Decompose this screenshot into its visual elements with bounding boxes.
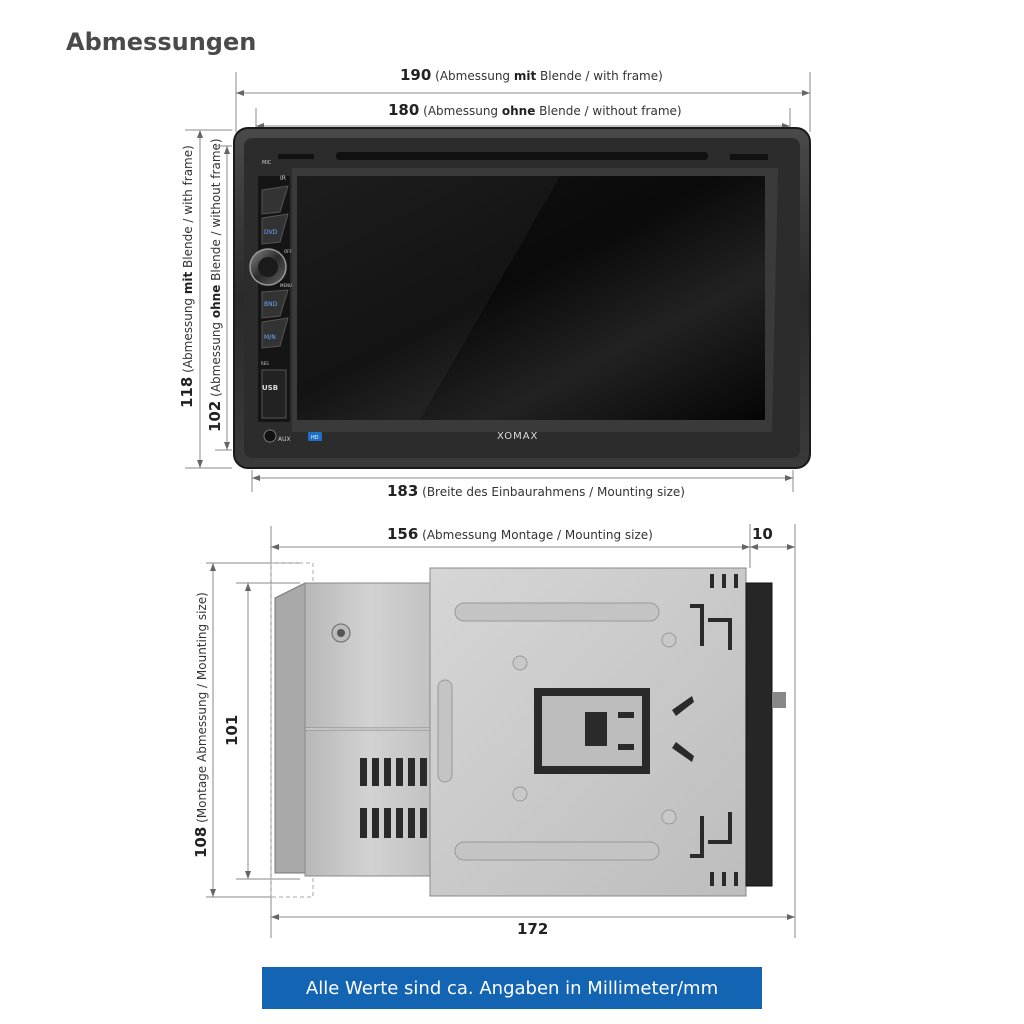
dim-180-desc-bold: ohne [501, 104, 536, 118]
hd-badge: HD [311, 435, 319, 441]
card-slot [278, 154, 314, 159]
usb-port-cover[interactable] [261, 369, 287, 419]
screen-reflection [297, 176, 560, 420]
dvd-button[interactable] [261, 213, 289, 245]
brand-logo-text: XOMAX [497, 431, 538, 442]
bnd-label: BND [264, 301, 278, 308]
dim-190-value: 190 [400, 66, 432, 84]
dim-183-value: 183 [387, 482, 419, 500]
dim-101-label: 101 [223, 715, 241, 746]
chassis-bottom-panel [304, 729, 434, 877]
chassis-screw-center [337, 629, 345, 637]
res-label: RES [261, 361, 269, 366]
cage-holes [512, 632, 677, 825]
dim-180-value: 180 [388, 101, 420, 119]
dim-101-value: 101 [223, 714, 241, 746]
screen-display [297, 176, 765, 420]
chassis-rear-edge [274, 582, 306, 874]
dim-190-desc-bold: mit [513, 69, 537, 83]
volume-knob-center [258, 257, 278, 277]
mn-button[interactable] [261, 317, 289, 349]
dim-180-desc-post: Blende / without frame) [535, 104, 682, 118]
dim-10-label: 10 [752, 525, 773, 543]
front-arrowheads [197, 90, 810, 481]
radio-side-view [274, 567, 786, 897]
knob-side [772, 692, 786, 708]
radio-front-view: MIC IR DVD OFF MENU BND M/N RES USB AUX … [233, 127, 811, 469]
bnd-button[interactable] [261, 289, 289, 319]
eject-button[interactable] [261, 185, 289, 215]
ir-window [730, 154, 768, 160]
knob-label-bottom: MENU [280, 283, 292, 288]
dim-190-desc-pre: (Abmessung [435, 69, 514, 83]
side-dimension-lines [206, 524, 796, 938]
dim-183-desc: (Breite des Einbaurahmens / Mounting siz… [422, 485, 685, 499]
ventilation-slots [360, 758, 427, 838]
dim-190-desc-post: Blende / with frame) [536, 69, 663, 83]
dim-156-value: 156 [387, 525, 419, 543]
mn-label: M/N [264, 334, 276, 341]
mounting-outline [270, 562, 314, 898]
footer-note: Alle Werte sind ca. Angaben in Millimete… [262, 967, 762, 1009]
dim-156-desc: (Abmessung Montage / Mounting size) [422, 528, 653, 542]
dim-172-value: 172 [517, 920, 549, 938]
side-arrowheads [210, 544, 795, 920]
dim-156-label: 156 (Abmessung Montage / Mounting size) [387, 525, 653, 543]
knob-label-top: OFF [284, 249, 292, 254]
chassis-top-panel [304, 582, 434, 729]
dim-108-desc: (Montage Abmessung / Mounting size) [195, 592, 209, 823]
cage-slot-left [437, 679, 453, 783]
dim-190-label: 190 (Abmessung mit Blende / with frame) [400, 66, 663, 84]
dim-108-value: 108 [192, 826, 210, 858]
dim-180-desc-pre: (Abmessung [423, 104, 502, 118]
cage-slot-bottom [454, 841, 660, 861]
dim-183-label: 183 (Breite des Einbaurahmens / Mounting… [387, 482, 685, 500]
hd-badge-bg [308, 432, 322, 441]
ir-label: IR [280, 175, 286, 182]
dvd-label: DVD [264, 229, 278, 236]
cage-clip [585, 712, 607, 746]
aux-label: AUX [278, 436, 291, 443]
dim-10-value: 10 [752, 525, 773, 543]
disc-slot [336, 152, 708, 160]
dim-172-label: 172 [517, 920, 548, 938]
mic-label: MIC [262, 160, 272, 166]
usb-label: USB [262, 384, 278, 392]
aux-jack[interactable] [263, 429, 277, 443]
front-dimension-lines [185, 72, 811, 492]
page-title: Abmessungen [66, 28, 257, 56]
cage-tabs [618, 696, 694, 762]
dim-180-label: 180 (Abmessung ohne Blende / without fra… [388, 101, 682, 119]
cage-spring-clips [690, 574, 738, 886]
dim-108-label: 108 (Montage Abmessung / Mounting size) [192, 592, 210, 858]
front-bezel-edge [745, 582, 773, 887]
cage-slot-top [454, 602, 660, 622]
